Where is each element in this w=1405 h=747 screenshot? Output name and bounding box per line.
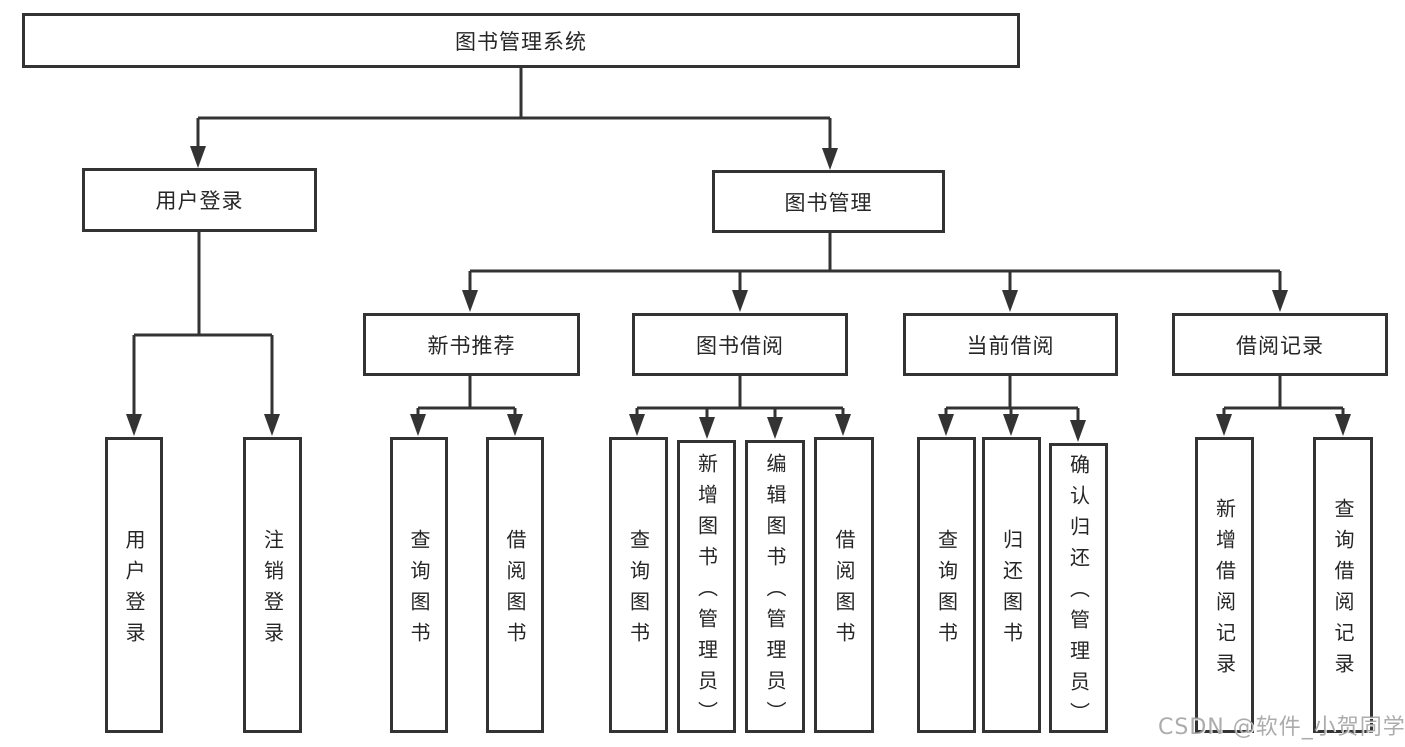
leaf-confirm-return-admin-label: 确认归还（管理员）	[1066, 454, 1091, 733]
leaf-add-borrow-record: 新增借阅记录	[1195, 437, 1254, 733]
leaf-recommend-query-books-label: 查询图书	[407, 528, 431, 653]
leaf-user-login: 用户登录	[105, 437, 163, 733]
leaf-edit-books-admin-label: 编辑图书（管理员）	[763, 452, 787, 732]
connector-current-borrow-to-leaves	[944, 376, 1080, 424]
leaf-user-login-label: 用户登录	[122, 528, 146, 653]
csdn-watermark: CSDN @软件_小贺同学	[1158, 715, 1405, 740]
leaf-edit-books-admin: 编辑图书（管理员）	[745, 440, 805, 733]
leaf-borrow-query-books: 查询图书	[609, 437, 668, 733]
leaf-logout: 注销登录	[243, 437, 302, 733]
connector-root-to-level2	[196, 68, 832, 152]
node-borrowing-records: 借阅记录	[1172, 313, 1388, 376]
connector-book-mgmt-to-level3	[468, 233, 1282, 294]
node-current-borrowing: 当前借阅	[903, 313, 1118, 376]
leaf-borrow-query-books-label: 查询图书	[626, 528, 651, 653]
leaf-borrow-books: 借阅图书	[814, 437, 874, 733]
leaf-return-books: 归还图书	[982, 437, 1041, 733]
leaf-add-borrow-record-label: 新增借阅记录	[1212, 497, 1237, 684]
leaf-recommend-borrow-books: 借阅图书	[486, 437, 544, 733]
node-library-management-system: 图书管理系统	[22, 13, 1020, 68]
leaf-recommend-borrow-books-label: 借阅图书	[503, 528, 527, 653]
node-user-login: 用户登录	[82, 168, 317, 232]
leaf-current-query-books: 查询图书	[917, 437, 976, 733]
node-new-book-recommend: 新书推荐	[363, 313, 580, 376]
leaf-query-borrow-record: 查询借阅记录	[1313, 437, 1373, 733]
connector-records-to-leaves	[1222, 376, 1345, 418]
node-book-management: 图书管理	[712, 170, 945, 233]
leaf-confirm-return-admin: 确认归还（管理员）	[1049, 443, 1108, 733]
leaf-add-books-admin: 新增图书（管理员）	[677, 440, 736, 733]
connector-user-login-to-leaves	[132, 232, 274, 418]
leaf-query-borrow-record-label: 查询借阅记录	[1331, 497, 1355, 684]
connector-new-book-to-leaves	[416, 376, 517, 418]
leaf-current-query-books-label: 查询图书	[934, 528, 959, 653]
node-book-borrowing: 图书借阅	[632, 313, 848, 376]
leaf-return-books-label: 归还图书	[999, 528, 1024, 653]
leaf-add-books-admin-label: 新增图书（管理员）	[694, 452, 719, 732]
leaf-recommend-query-books: 查询图书	[390, 437, 448, 733]
leaf-logout-label: 注销登录	[260, 528, 285, 653]
connector-book-borrow-to-leaves	[635, 376, 845, 421]
leaf-borrow-books-label: 借阅图书	[832, 528, 856, 653]
